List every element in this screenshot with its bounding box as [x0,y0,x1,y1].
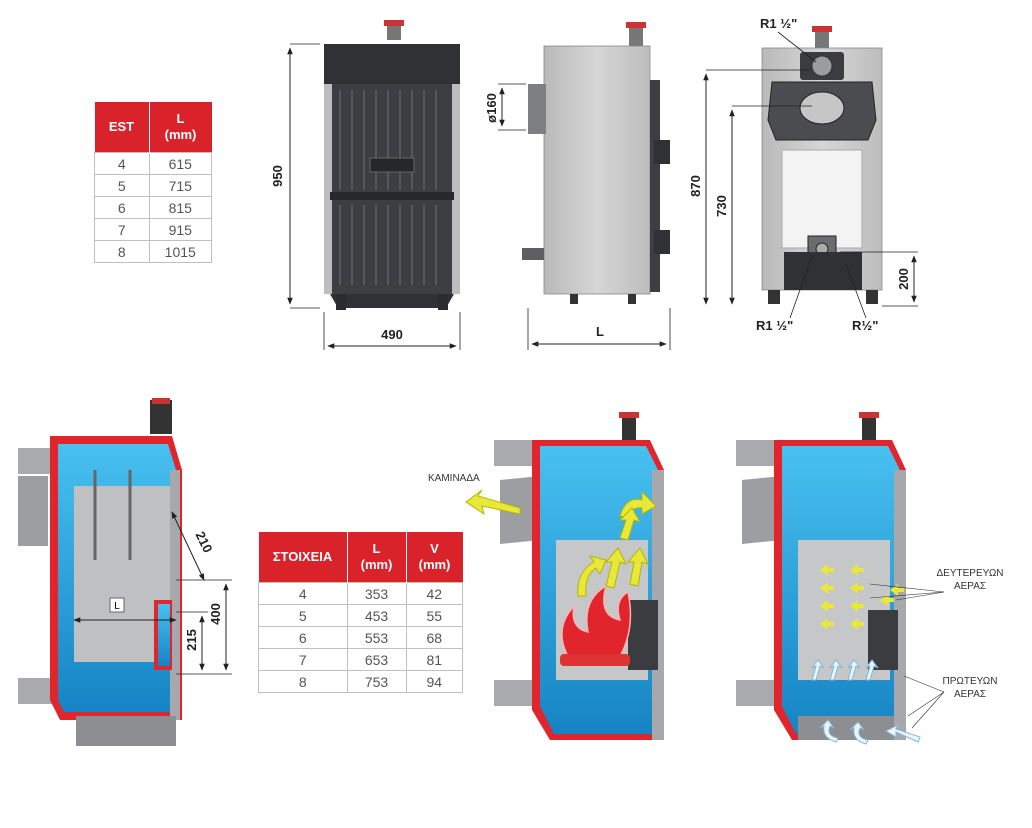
est-table-cell: 1015 [148,240,212,263]
front-height-label: 950 [270,165,285,187]
front-width-label: 490 [381,327,403,342]
est-table-cell: 715 [148,174,212,197]
stoixeia-header: ΣΤΟΙΧΕΙΑ [258,532,348,583]
bottom-right-fitting-label: R½" [852,318,878,333]
flue-label: ΚΑΜΙΝΑΔΑ [428,473,480,484]
section-dim-400: 400 [208,603,223,625]
boiler-rear-drawing: R1 ½" 870 730 200 R1 ½" R½" [688,16,918,333]
stoixeia-length-header: L (mm) [347,532,407,583]
flue-diameter-label: ø160 [484,93,499,123]
boiler-cutaway-section: L 210 400 215 [18,398,232,746]
section-length-tag: L [114,601,120,612]
stoixeia-table-cell: 353 [346,582,407,605]
arrow-icon [465,489,657,597]
bottom-left-fitting-label: R1 ½" [756,318,793,333]
stoixeia-table-cell: 55 [405,604,463,627]
top-fitting-label: R1 ½" [760,16,797,31]
stoixeia-table-cell: 653 [346,648,407,671]
arrow-icon [820,564,904,630]
section-dim-215: 215 [184,629,199,651]
rear-height-200-label: 200 [896,268,911,290]
stoixeia-table-cell: 94 [405,670,463,693]
flame-icon [560,584,632,666]
length-header: L (mm) [149,102,212,153]
stoixeia-table-cell: 553 [346,626,407,649]
arrow-icon [811,659,921,745]
stoixeia-table-cell: 453 [346,604,407,627]
est-header: EST [94,102,150,153]
stoixeia-table-cell: 753 [346,670,407,693]
rear-height-730-label: 730 [714,195,729,217]
stoixeia-v-header: V (mm) [406,532,463,583]
boiler-front-drawing: 950 490 [270,20,461,350]
side-depth-label: L [596,324,604,339]
section-dim-210: 210 [193,529,216,555]
boiler-flue-flow-cutaway: ΚΑΜΙΝΑΔΑ [428,412,664,740]
rear-height-870-label: 870 [688,175,703,197]
est-table-cell: 615 [148,152,212,175]
boiler-side-drawing: ø160 L [484,22,671,350]
